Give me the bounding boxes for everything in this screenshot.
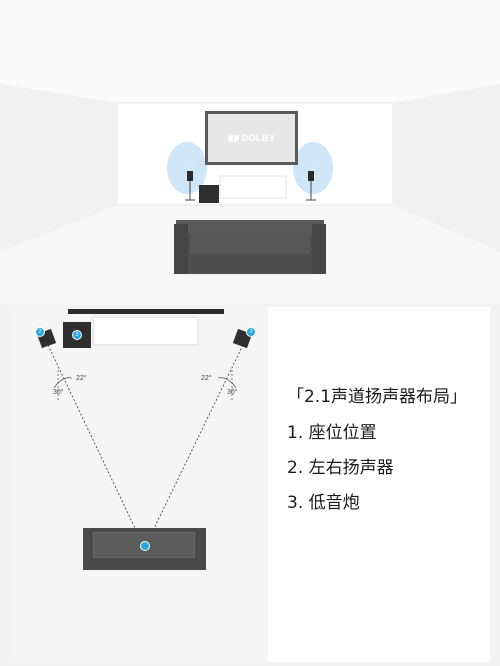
left-speaker-marker: 2 <box>35 327 45 337</box>
layout-title: 「2.1声道扬声器布局」 <box>287 387 468 407</box>
dolby-text: DOLBY <box>241 133 276 143</box>
dolby-icon <box>227 134 239 142</box>
angle-right-inner: 22° <box>201 375 212 382</box>
floorplan-area <box>10 307 268 662</box>
dolby-logo: DOLBY <box>227 133 276 143</box>
legend-item-seat: 1. 座位位置 <box>287 423 377 443</box>
screen-bar <box>68 309 224 314</box>
right-speaker-marker: 2 <box>246 327 256 337</box>
legend-item-subwoofer: 3. 低音炮 <box>287 493 360 513</box>
tv-stand <box>93 317 198 345</box>
room-perspective <box>0 0 500 304</box>
angle-left-inner: 22° <box>76 375 87 382</box>
subwoofer-marker: 3 <box>72 330 82 340</box>
angle-left-outer: 30° <box>53 389 64 396</box>
legend-item-speakers: 2. 左右扬声器 <box>287 458 394 478</box>
projection-screen: DOLBY <box>205 111 298 165</box>
angle-right-outer: 30° <box>227 389 238 396</box>
seat-marker <box>140 541 150 551</box>
room-render: DOLBY <box>0 0 500 304</box>
